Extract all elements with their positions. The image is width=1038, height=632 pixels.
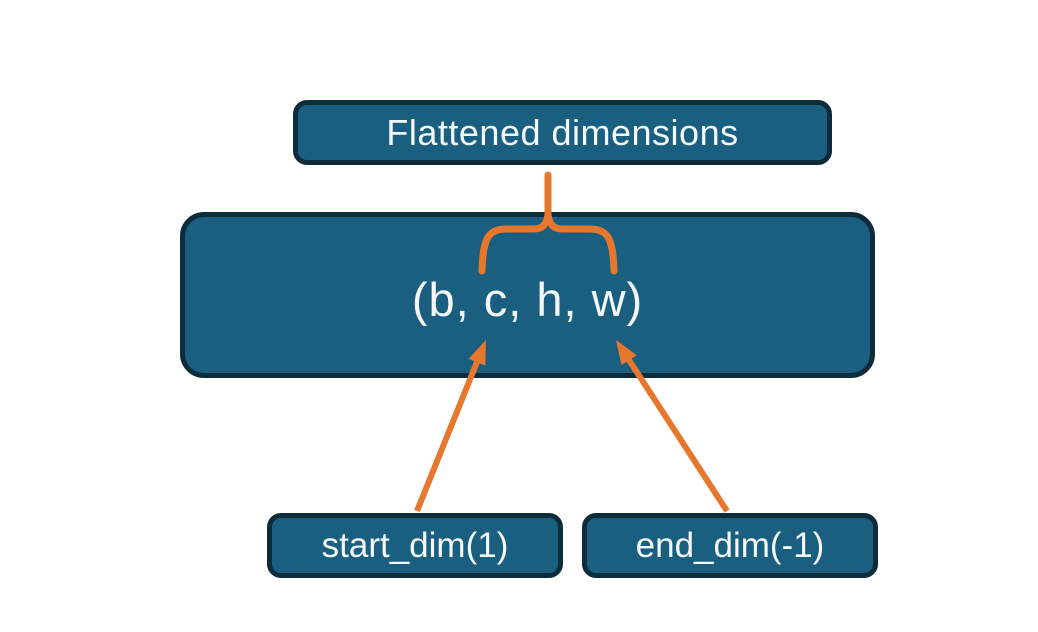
- flattened-dimensions-label: Flattened dimensions: [386, 111, 739, 153]
- tensor-shape-box: (b, c, h, w): [180, 212, 875, 378]
- tensor-shape-label: (b, c, h, w): [411, 272, 644, 326]
- start-dim-box: start_dim(1): [267, 513, 563, 578]
- end-dim-arrow-line: [626, 358, 730, 513]
- end-dim-box: end_dim(-1): [582, 513, 878, 578]
- start-dim-label: start_dim(1): [321, 525, 509, 565]
- start-dim-arrow-line: [414, 360, 480, 513]
- flattened-dimensions-box: Flattened dimensions: [293, 100, 832, 165]
- end-dim-label: end_dim(-1): [635, 525, 825, 565]
